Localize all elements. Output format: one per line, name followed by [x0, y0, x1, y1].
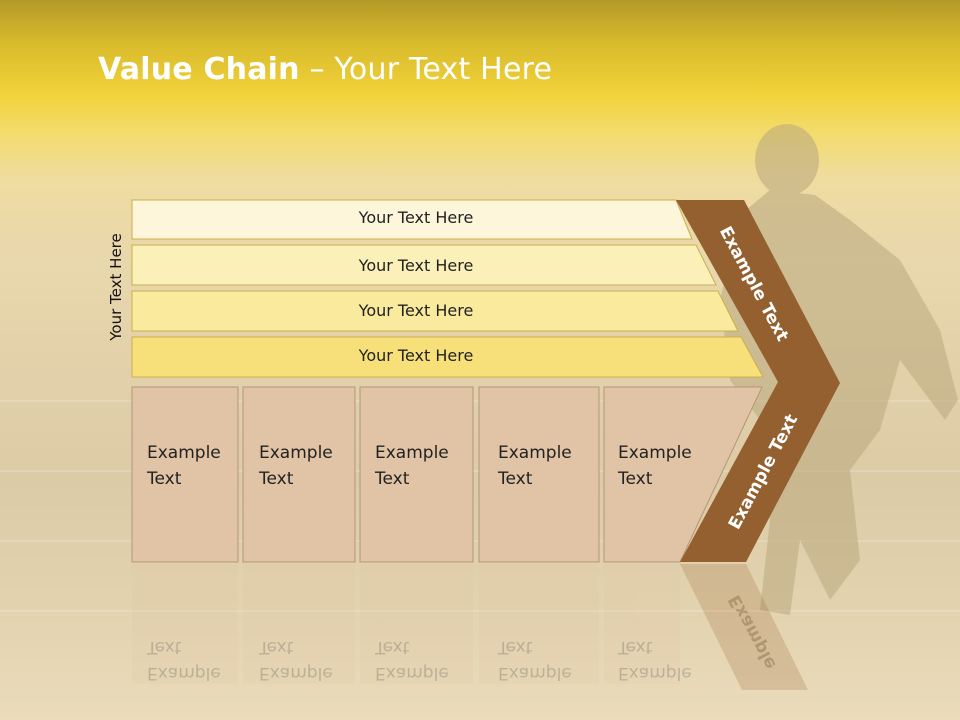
activity-box-3	[359, 386, 474, 563]
water-line	[0, 610, 960, 612]
title-bold: Value Chain	[98, 52, 300, 87]
row-band-2	[131, 244, 717, 286]
row-label-4: Your Text Here	[358, 346, 474, 365]
margin-chevron	[676, 200, 840, 562]
margin-chevron-reflection	[680, 564, 808, 690]
boxes-reflection	[132, 564, 680, 684]
row-label-1: Your Text Here	[358, 208, 474, 227]
row-band-1	[131, 199, 693, 240]
row-label-3: Your Text Here	[358, 301, 474, 320]
slide-title: Value Chain – Your Text Here	[98, 52, 552, 87]
row-band-4	[131, 336, 764, 378]
title-rest: – Your Text Here	[299, 52, 553, 87]
row-band-3	[131, 290, 739, 332]
activity-box-1	[131, 386, 239, 563]
activity-box-4	[478, 386, 600, 563]
activity-box-2	[242, 386, 356, 563]
row-label-2: Your Text Here	[358, 256, 474, 275]
